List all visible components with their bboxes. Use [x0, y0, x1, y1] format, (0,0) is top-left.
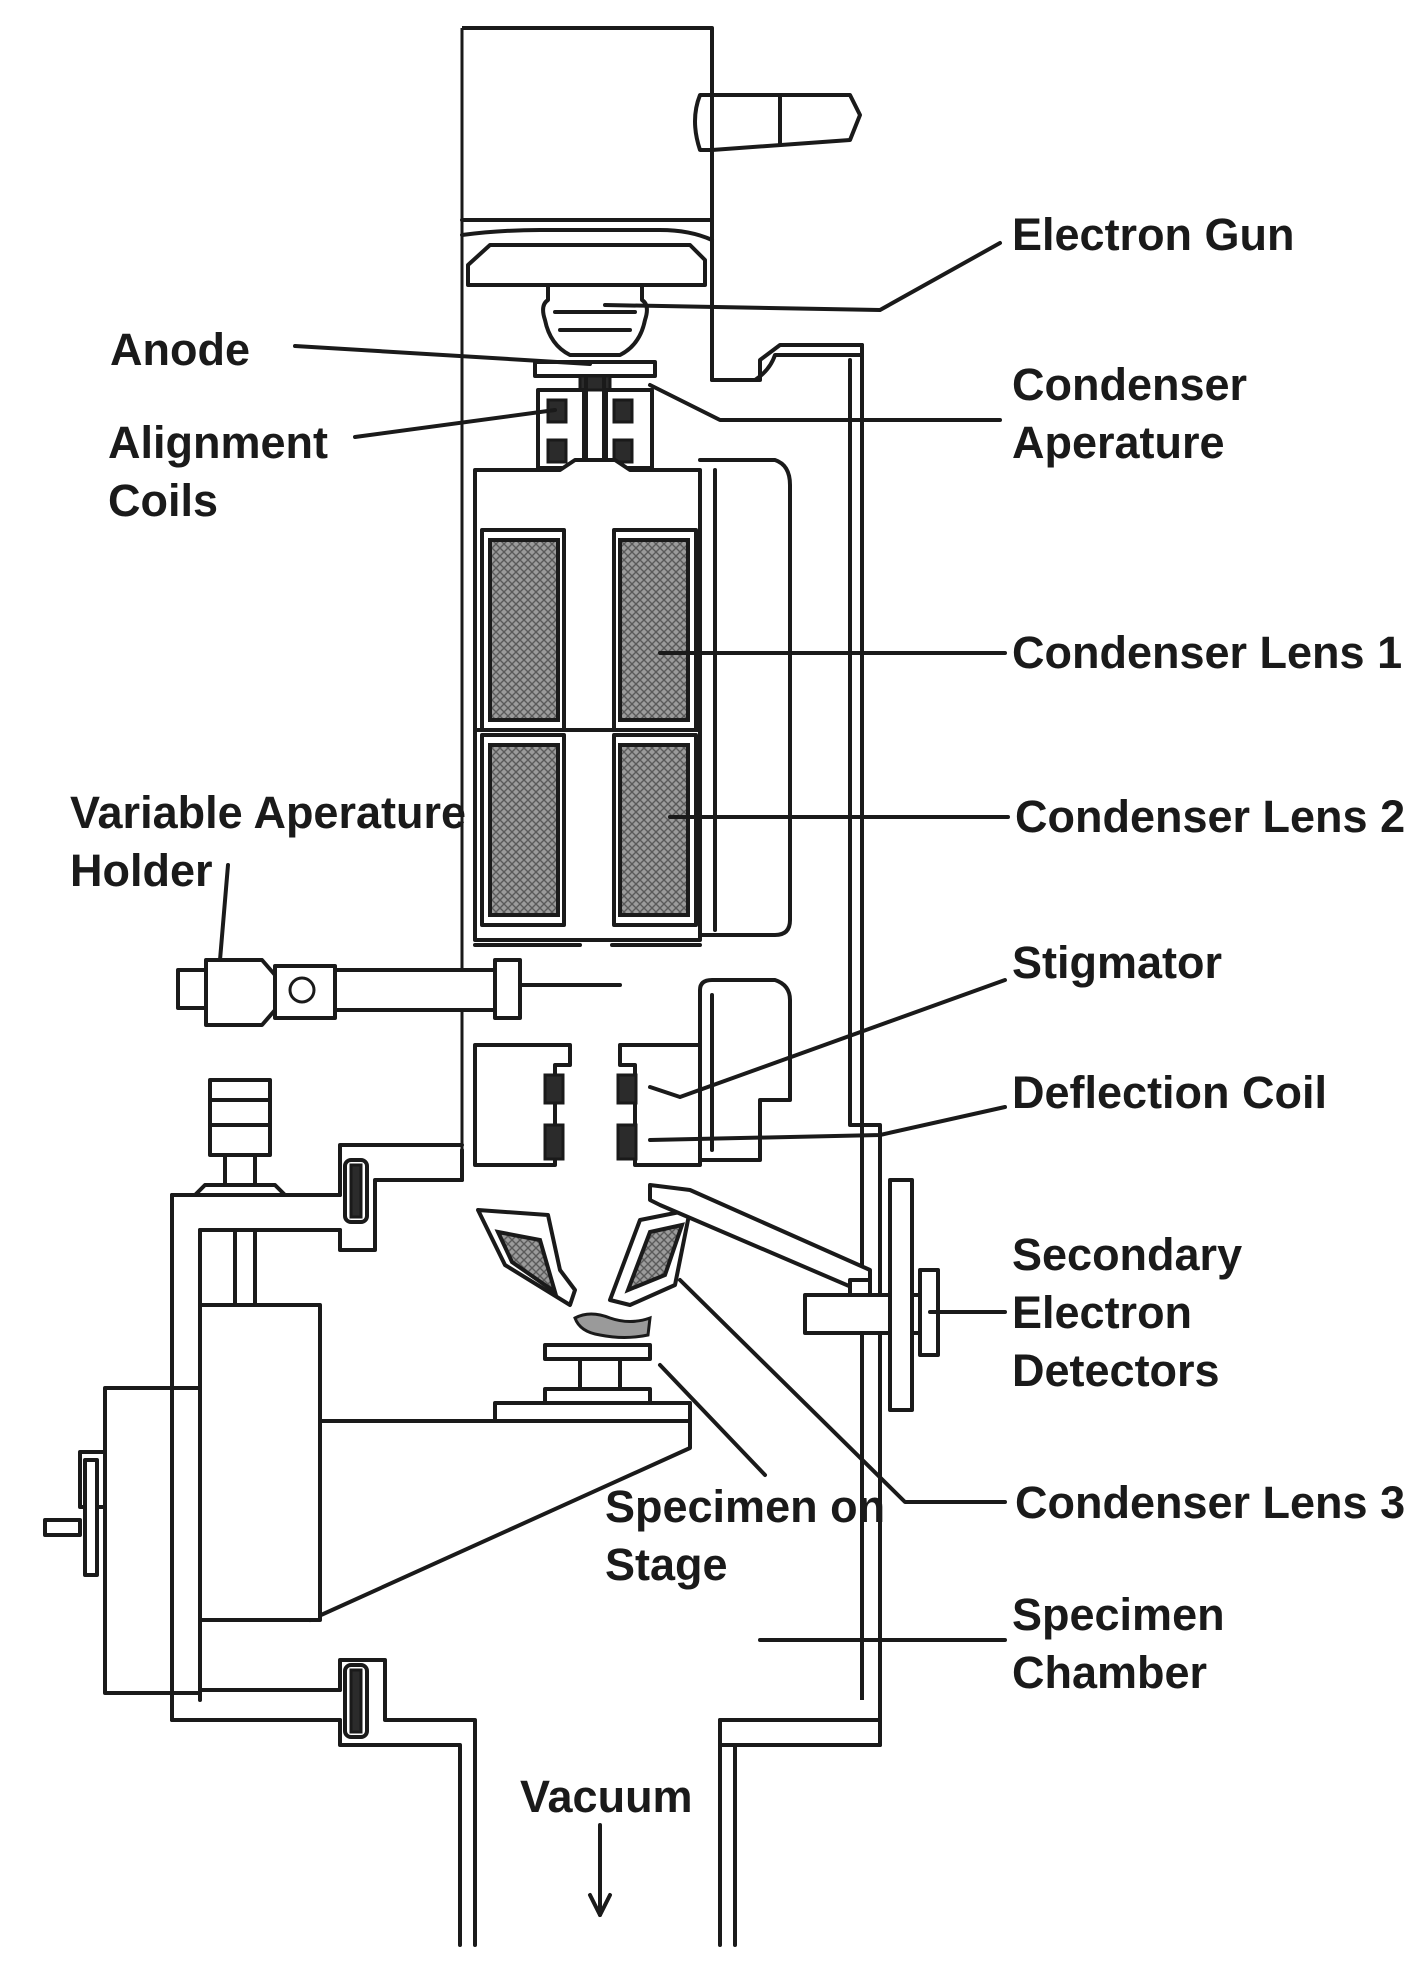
label-condenser-aperture-2: Aperature — [1012, 417, 1225, 468]
label-specimen-on-stage-1: Specimen on — [605, 1481, 885, 1532]
leader-stigmator — [648, 978, 1007, 1099]
label-condenser-lens-1: Condenser Lens 1 — [1012, 627, 1402, 678]
label-condenser-lens-3: Condenser Lens 3 — [1015, 1477, 1405, 1528]
label-deflection-coil: Deflection Coil — [1012, 1067, 1327, 1118]
leader-condenser-aperture — [648, 383, 1002, 422]
leader-variable-aperture — [218, 863, 230, 962]
secondary-electron-detector — [648, 1178, 940, 1412]
labels: Electron Gun Anode Condenser Aperature A… — [70, 209, 1405, 1822]
condenser-lens-3 — [476, 1208, 692, 1307]
leader-condenser-lens-3 — [678, 1278, 1007, 1504]
label-secondary-electron-detectors-3: Detectors — [1012, 1345, 1220, 1396]
label-vacuum: Vacuum — [520, 1771, 693, 1822]
label-alignment-coils-1: Alignment — [108, 417, 328, 468]
label-electron-gun: Electron Gun — [1012, 209, 1295, 260]
stage-control-mechanism — [43, 1078, 342, 1722]
label-condenser-lens-2: Condenser Lens 2 — [1015, 791, 1405, 842]
specimen-chamber-walls — [338, 1143, 882, 1947]
leader-alignment-coils — [353, 408, 557, 439]
condenser-lens-2 — [480, 733, 698, 927]
label-anode: Anode — [110, 324, 250, 375]
label-specimen-on-stage-2: Stage — [605, 1539, 728, 1590]
stigmator-deflection-assembly — [473, 978, 792, 1167]
leader-deflection-coil — [648, 1105, 1007, 1142]
label-secondary-electron-detectors-2: Electron — [1012, 1287, 1192, 1338]
leader-specimen-stage — [658, 1363, 767, 1477]
condenser-lens-1 — [480, 528, 698, 732]
label-specimen-chamber-1: Specimen — [1012, 1589, 1225, 1640]
leader-anode — [293, 344, 592, 366]
label-alignment-coils-2: Coils — [108, 475, 218, 526]
label-variable-aperture-holder-1: Variable Aperature — [70, 787, 466, 838]
label-variable-aperture-holder-2: Holder — [70, 845, 213, 896]
label-stigmator: Stigmator — [1012, 937, 1222, 988]
vacuum-arrow-head — [588, 1893, 612, 1917]
leader-electron-gun — [603, 241, 1002, 312]
variable-aperture-holder — [176, 958, 622, 1027]
leader-lines — [218, 241, 1010, 1917]
electron-gun — [466, 243, 707, 357]
cable-connector — [693, 93, 862, 152]
label-specimen-chamber-2: Chamber — [1012, 1647, 1207, 1698]
label-condenser-aperture-1: Condenser — [1012, 359, 1247, 410]
label-secondary-electron-detectors-1: Secondary — [1012, 1229, 1242, 1280]
